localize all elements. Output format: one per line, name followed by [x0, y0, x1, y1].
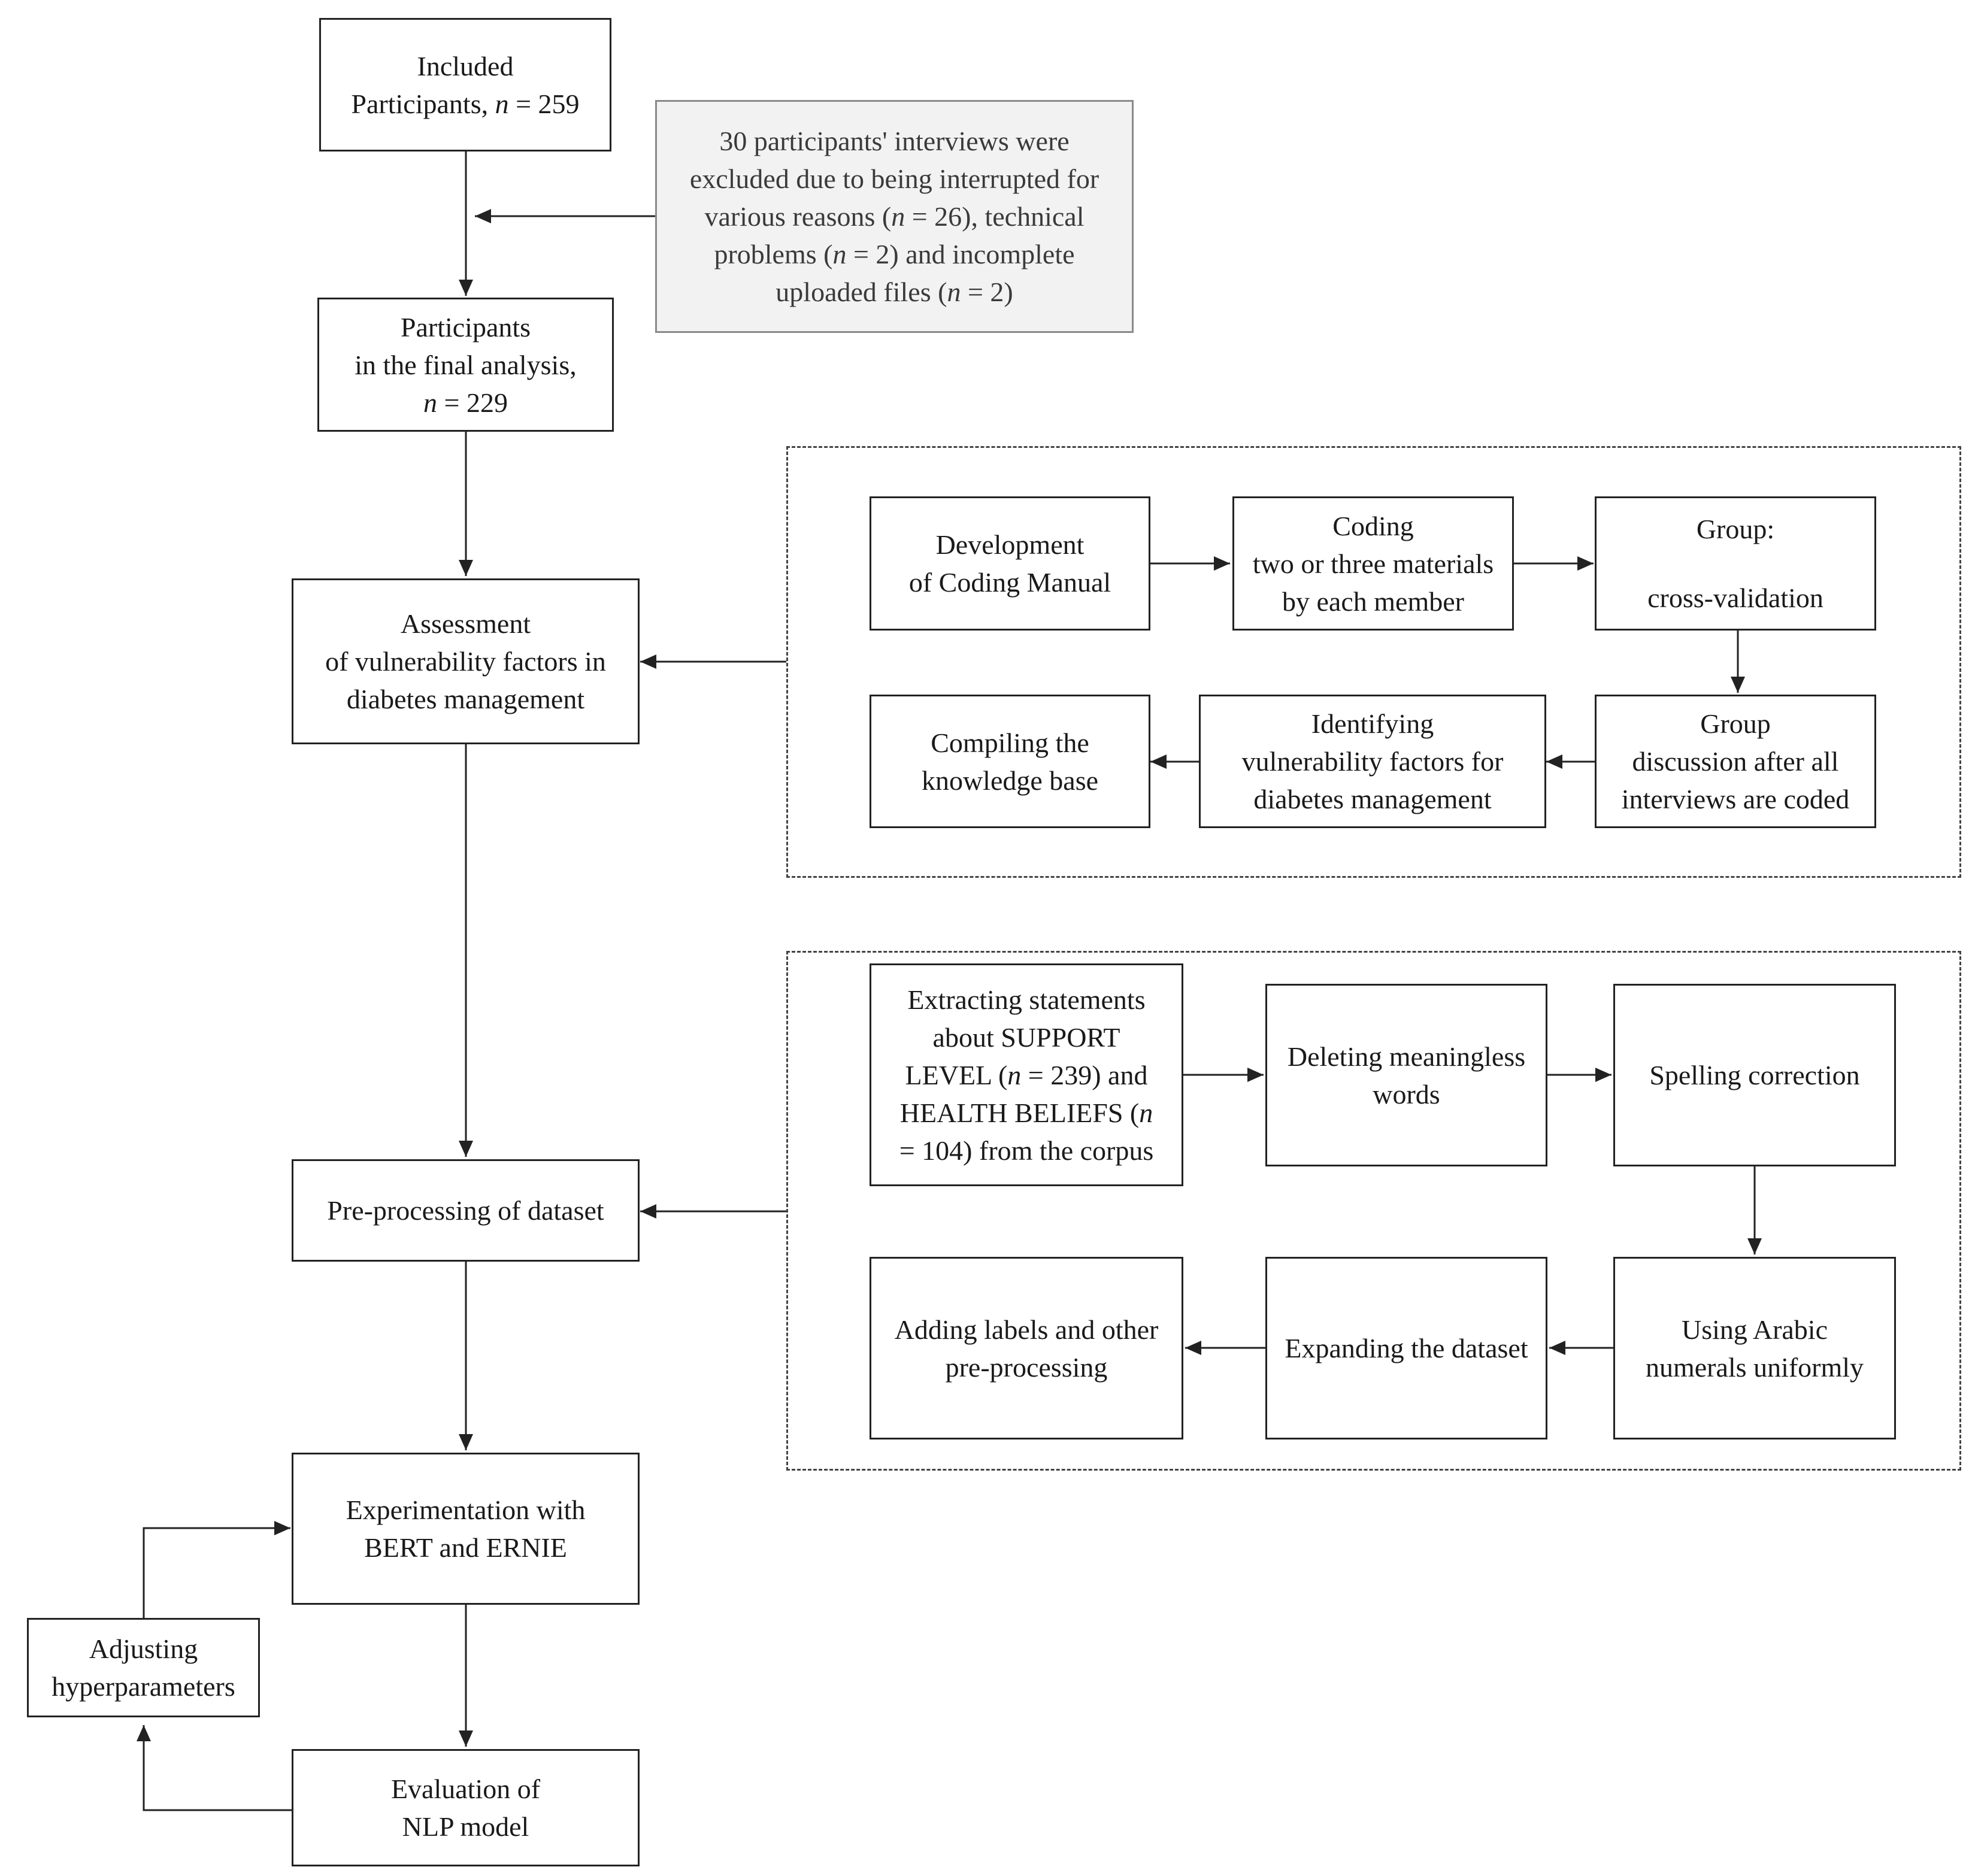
label-line: Adjusting: [89, 1633, 198, 1664]
adding-label: Adding labels and other pre-processing: [895, 1311, 1159, 1386]
label-line: Participants, n = 259: [351, 88, 580, 119]
preprocessing-box: Pre-processing of dataset: [292, 1159, 640, 1262]
label-line: about SUPPORT: [932, 1022, 1120, 1053]
extracting-label: Extracting statements about SUPPORT LEVEL …: [899, 981, 1154, 1169]
preprocessing-steps-group: [786, 951, 1961, 1471]
final-label: Participants in the final analysis, n = 22…: [355, 308, 576, 422]
label-line: diabetes management: [346, 684, 585, 714]
label-line: Spelling correction: [1649, 1060, 1860, 1090]
final-analysis-participants-box: Participants in the final analysis, n = 22…: [317, 298, 614, 432]
label-line: pre-processing: [945, 1351, 1108, 1383]
assessment-label: Assessment of vulnerability factors in dia…: [325, 605, 606, 718]
adjusting-label: Adjusting hyperparameters: [52, 1630, 235, 1705]
spelling-label: Spelling correction: [1649, 1056, 1859, 1094]
label-line: Group:: [1696, 514, 1775, 544]
label-line: Compiling the: [931, 727, 1089, 758]
label-line: Adding labels and other: [894, 1314, 1159, 1345]
label-line: problems (n = 2) and incomplete: [714, 239, 1075, 269]
label-line: Assessment: [400, 608, 531, 639]
label-line: n = 229: [423, 387, 508, 418]
expanding-label: Expanding the dataset: [1285, 1329, 1528, 1367]
spelling-correction-box: Spelling correction: [1613, 984, 1896, 1166]
label-line: interviews are coded: [1621, 784, 1850, 814]
label-line: Expanding the dataset: [1285, 1333, 1528, 1363]
label-line: Deleting meaningless: [1287, 1041, 1526, 1072]
label-line: in the final analysis,: [355, 349, 577, 380]
label-line: discussion after all: [1632, 746, 1839, 777]
adding-labels-box: Adding labels and other pre-processing: [870, 1257, 1183, 1439]
label-line: cross-validation: [1647, 583, 1823, 613]
label-line: = 104) from the corpus: [899, 1135, 1154, 1166]
label-line: vulnerability factors for: [1241, 746, 1504, 777]
label-line: uploaded files (n = 2): [776, 277, 1013, 307]
identifying-factors-box: Identifying vulnerability factors for diab…: [1199, 695, 1546, 828]
label-line: BERT and ERNIE: [364, 1532, 567, 1563]
arrow-evaluation-to-adjusting: [137, 1725, 292, 1811]
evaluation-label: Evaluation of NLP model: [391, 1770, 540, 1845]
label-line: LEVEL (n = 239) and: [905, 1059, 1148, 1090]
identifying-label: Identifying vulnerability factors for diab…: [1242, 705, 1504, 818]
coding-box: Coding two or three materials by each memb…: [1232, 496, 1514, 631]
group-cross-validation-box: Group: cross-validation: [1595, 496, 1876, 631]
label-line: by each member: [1282, 586, 1464, 617]
label-line: Coding: [1332, 510, 1414, 541]
label-line: Identifying: [1311, 708, 1434, 739]
excluded-label: 30 participants' interviews were excluded…: [690, 122, 1099, 311]
expanding-dataset-box: Expanding the dataset: [1265, 1257, 1547, 1439]
arrow-adjusting-to-experimentation: [143, 1521, 290, 1618]
exclusion-note-box: 30 participants' interviews were excluded…: [655, 100, 1134, 333]
compiling-label: Compiling the knowledge base: [922, 724, 1098, 799]
evaluation-box: Evaluation of NLP model: [292, 1749, 640, 1866]
preprocessing-label: Pre-processing of dataset: [327, 1192, 604, 1229]
label-line: hyperparameters: [52, 1671, 235, 1702]
label-line: words: [1373, 1078, 1440, 1110]
label-line: Using Arabic: [1681, 1314, 1828, 1345]
coding-process-group: [786, 446, 1961, 878]
compiling-knowledge-base-box: Compiling the knowledge base: [870, 695, 1150, 828]
label-line: Participants: [400, 311, 531, 343]
label-line: numerals uniformly: [1645, 1351, 1864, 1383]
label-line: Development: [935, 529, 1085, 560]
dev-manual-label: Development of Coding Manual: [909, 526, 1111, 601]
arabic-label: Using Arabic numerals uniformly: [1646, 1311, 1864, 1386]
label-line: diabetes management: [1253, 784, 1492, 814]
label-line: Experimentation with: [346, 1495, 586, 1525]
extracting-statements-box: Extracting statements about SUPPORT LEVEL …: [870, 963, 1183, 1186]
deleting-meaningless-words-box: Deleting meaningless words: [1265, 984, 1547, 1166]
label-line: Pre-processing of dataset: [327, 1195, 604, 1226]
assessment-box: Assessment of vulnerability factors in dia…: [292, 578, 640, 744]
coding-label: Coding two or three materials by each memb…: [1253, 507, 1494, 620]
label-line: of Coding Manual: [908, 567, 1111, 598]
label-line: HEALTH BELIEFS (n: [899, 1097, 1153, 1128]
label-line: Group: [1700, 708, 1771, 739]
development-coding-manual-box: Development of Coding Manual: [870, 496, 1150, 631]
label-line: Evaluation of: [390, 1774, 541, 1804]
label-line: excluded due to being interrupted for: [689, 163, 1099, 194]
group-discussion-box: Group discussion after all interviews are …: [1595, 695, 1876, 828]
label-line: Extracting statements: [907, 984, 1146, 1015]
label-line: NLP model: [402, 1811, 529, 1842]
label-line: knowledge base: [921, 765, 1099, 796]
label-line: Included: [417, 50, 514, 81]
group-cv-label: Group: cross-validation: [1647, 510, 1823, 617]
adjusting-hyperparameters-box: Adjusting hyperparameters: [27, 1618, 260, 1717]
arabic-numerals-box: Using Arabic numerals uniformly: [1613, 1257, 1896, 1439]
group-disc-label: Group discussion after all interviews are …: [1622, 705, 1850, 818]
label-line: two or three materials: [1252, 548, 1494, 579]
deleting-label: Deleting meaningless words: [1288, 1038, 1525, 1113]
label-line: of vulnerability factors in: [325, 646, 606, 677]
label-line: 30 participants' interviews were: [719, 126, 1070, 156]
label-line: various reasons (n = 26), technical: [704, 201, 1085, 232]
